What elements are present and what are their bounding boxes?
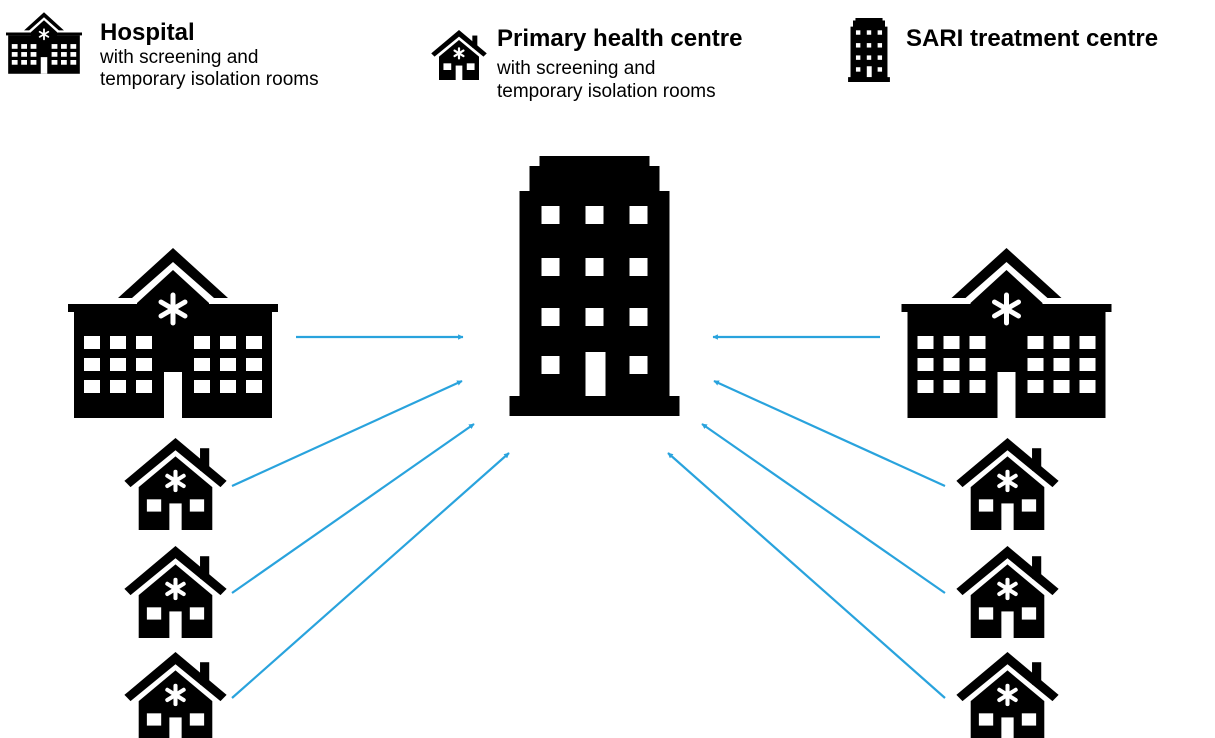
arrow-left-phc-1 [231,379,463,488]
sari-treatment-centre-building [510,156,680,416]
arrow-right-phc-1 [713,379,946,488]
right-primary-health-centre-2 [956,546,1058,638]
left-primary-health-centre-3 [124,652,226,738]
right-hospital [902,248,1112,418]
legend-phc-desc-line1: with screening and [497,58,656,79]
left-primary-health-centre-1 [124,438,226,530]
legend-sari-title: SARI treatment centre [906,25,1159,52]
legend-hospital-desc-line2: temporary isolation rooms [100,69,319,90]
arrow-right-phc-2 [701,423,946,594]
legend-hospital-desc-line1: with screening and [100,47,259,68]
arrow-left-phc-2 [231,423,475,594]
arrow-left-phc-3 [231,452,510,699]
left-primary-health-centre-2 [124,546,226,638]
left-hospital [68,248,278,418]
legend-hospital-title: Hospital [100,19,195,46]
right-primary-health-centre-3 [956,652,1058,738]
legend-phc-desc-line2: temporary isolation rooms [497,81,716,102]
right-primary-health-centre-1 [956,438,1058,530]
legend-phc-title: Primary health centre [497,25,743,52]
arrow-right-phc-3 [667,452,946,699]
